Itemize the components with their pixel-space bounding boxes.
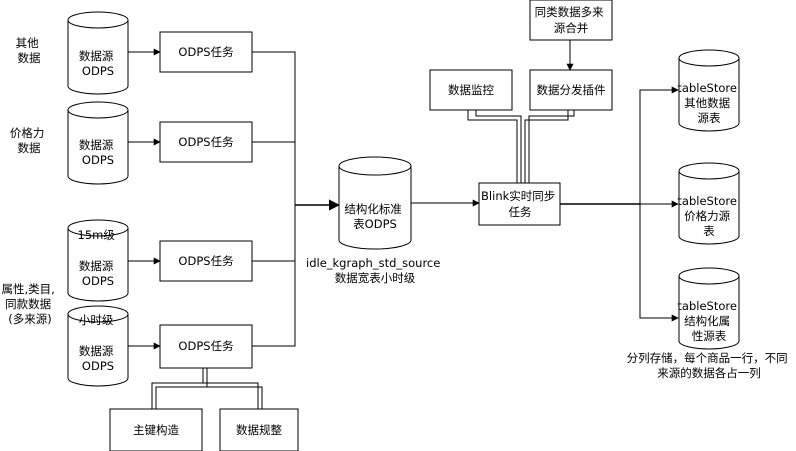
- box-label: 数据监控: [448, 83, 494, 97]
- cylinder-text: tableStore 其他数据 源表: [677, 81, 740, 125]
- box-label: 主键构造: [133, 423, 179, 437]
- box-label: ODPS任务: [178, 45, 234, 59]
- cylinder-tablestore-other: tableStore 其他数据 源表: [677, 49, 740, 132]
- box-label: ODPS任务: [178, 135, 234, 149]
- box-data-normalize: 数据规整: [219, 408, 299, 451]
- box-odps-task-3: ODPS任务: [159, 240, 253, 282]
- box-label: ODPS任务: [178, 339, 234, 353]
- edge-plugin-blink-b: [528, 110, 575, 183]
- edge-monitor-blink-b: [475, 110, 522, 183]
- cylinder-text: 小时级 数据源 ODPS: [79, 313, 117, 373]
- edge-blink-ts3: [639, 204, 679, 322]
- box-label: 数据分发插件: [537, 83, 606, 97]
- edges: [128, 40, 679, 409]
- box-odps-task-2: ODPS任务: [159, 121, 253, 163]
- edge-task4-norm-b: [206, 368, 263, 409]
- edge-task4-std: [252, 205, 296, 347]
- cylinder-tablestore-price: tableStore 价格力源 表: [677, 162, 740, 245]
- edge-plugin-blink-a: [524, 110, 569, 183]
- box-data-monitor: 数据监控: [429, 69, 513, 111]
- cylinder-text: 15m级 数据源 ODPS: [78, 228, 119, 288]
- edge-monitor-blink-a: [467, 110, 518, 183]
- std-table-caption: idle_kgraph_std_source 数据宽表小时级: [306, 256, 444, 285]
- storage-caption: 分列存储，每个商品一行，不同 来源的数据各占一列: [627, 351, 792, 380]
- label-attribute-data: 属性,类目, 同款数据 (多来源): [2, 282, 59, 326]
- edge-task4-pk-b: [155, 368, 208, 409]
- cylinder-text: tableStore 价格力源 表: [677, 194, 740, 238]
- box-label: 同类数据多来 源合并: [535, 5, 608, 35]
- cylinder-datasource-2: 数据源 ODPS: [67, 101, 129, 185]
- box-label: 数据规整: [236, 423, 282, 437]
- box-label: Blink实时同步 任务: [481, 189, 559, 219]
- cylinder-text: tableStore 结构化属 性源表: [677, 299, 740, 343]
- box-odps-task-1: ODPS任务: [159, 31, 253, 73]
- box-label: ODPS任务: [178, 254, 234, 268]
- cylinder-tablestore-attribute: tableStore 结构化属 性源表: [677, 267, 740, 350]
- edge-blink-ts1: [639, 86, 679, 204]
- box-distribution-plugin: 数据分发插件: [529, 69, 613, 111]
- label-price-data: 价格力 数据: [10, 126, 48, 155]
- box-blink-sync-task: Blink实时同步 任务: [478, 182, 561, 226]
- cylinder-text: 数据源 ODPS: [79, 138, 117, 167]
- label-other-data: 其他 数据: [16, 36, 43, 65]
- edge-task4-norm-a: [202, 368, 259, 409]
- cylinder-std-table: 结构化标准 表ODPS: [338, 156, 412, 250]
- edge-task1-std: [252, 51, 296, 205]
- cylinder-text: 结构化标准 表ODPS: [344, 202, 405, 231]
- cylinder-datasource-15m: 15m级 数据源 ODPS: [67, 219, 129, 302]
- box-odps-task-4: ODPS任务: [159, 324, 253, 369]
- box-primary-key-build: 主键构造: [109, 408, 203, 451]
- cylinder-datasource-1: 数据源 ODPS: [67, 11, 129, 95]
- cylinder-datasource-hourly: 小时级 数据源 ODPS: [67, 305, 129, 387]
- cylinder-text: 数据源 ODPS: [79, 49, 117, 78]
- edge-task2-std: [252, 141, 296, 205]
- edge-task4-pk-a: [151, 368, 204, 409]
- edge-task3-std: [252, 205, 296, 262]
- box-source-merge: 同类数据多来 源合并: [529, 0, 613, 41]
